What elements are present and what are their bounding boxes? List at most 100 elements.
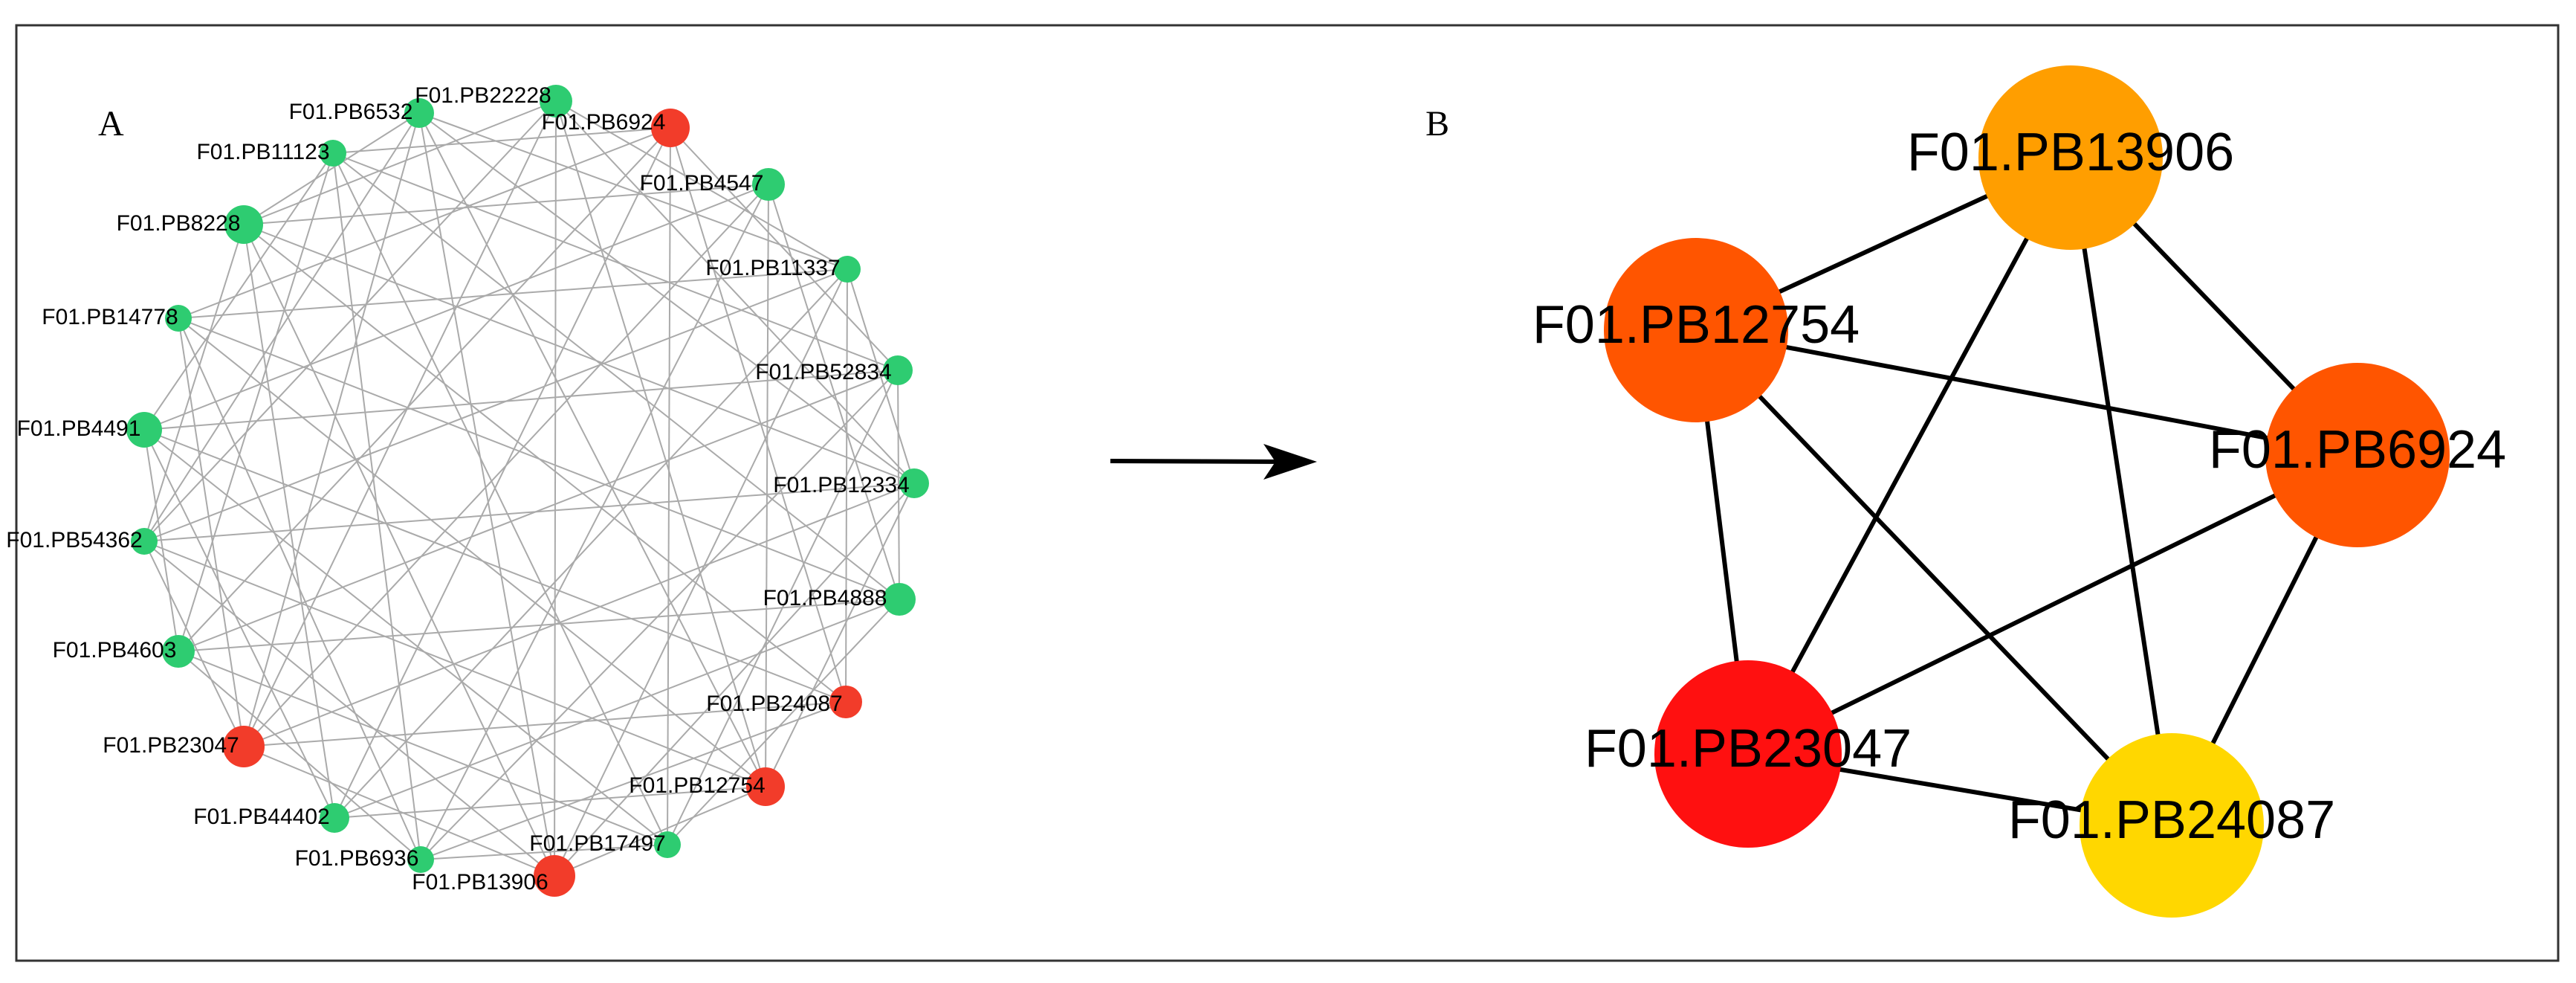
network-a-edge [667,599,900,845]
network-a-node-label: F01.PB44402 [193,805,329,829]
network-a-edge [845,268,848,703]
network-a-edge [334,599,900,819]
network-a-node-label: F01.PB22228 [415,83,551,108]
network-a-edge [178,318,766,787]
network-a-edge [418,112,848,270]
network-a-edge [420,844,668,860]
network-a-edge [178,318,245,747]
network-a-edge [143,429,179,652]
network-a-node [829,686,862,718]
network-a-node [404,98,434,128]
network-a-node-label: F01.PB13906 [412,870,548,895]
network-a-edge [332,152,899,371]
network-b-node-label: F01.PB12754 [1533,295,1860,355]
network-a-edge [243,184,769,747]
network-b-node-label: F01.PB13906 [1907,123,2234,182]
network-a-node [407,846,434,873]
network-a-edge [143,112,420,542]
network-a-edge [334,127,671,819]
network-a-edge [670,127,899,371]
network-b-edge [1747,453,2359,756]
network-a-edge [243,224,555,877]
network-a-edges [143,100,915,877]
network-a-node-label: F01.PB52834 [755,360,891,384]
network-a-edge [178,127,671,652]
network-a-edge [418,112,766,787]
network-a-edge [555,100,848,270]
network-a-edge [243,224,847,703]
network-a-node [126,412,162,448]
network-a-node [899,468,929,498]
network-a-edge [243,184,769,225]
network-a-edge [768,184,900,600]
network-a-edge [143,268,848,542]
network-a-node-label: F01.PB54362 [6,528,142,552]
network-a-node-label: F01.PB24087 [706,692,842,716]
network-a-edge [243,112,420,747]
network-a-node-label: F01.PB23047 [103,733,239,758]
network-a-edge [554,483,915,877]
network-a-edge [143,541,245,747]
network-a-edge [178,127,671,319]
network-a-edge [670,127,847,703]
network-a-edge [143,429,335,819]
network-b-node-label: F01.PB6924 [2209,420,2506,480]
network-a-node [131,528,158,555]
network-a-edge [178,599,900,652]
network-a-edge [555,100,766,787]
network-a-edge [334,786,766,819]
network-a-edge [420,184,769,860]
network-a-node [651,109,690,147]
network-a-edge [143,100,557,542]
network-a-node-label: F01.PB6532 [289,100,413,124]
network-a-node [540,85,572,117]
network-a-edge [332,127,671,154]
transition-arrow [1110,444,1317,480]
network-a-node [752,168,785,201]
network-a-node-label: F01.PB6936 [295,846,419,871]
network-a-edge [243,483,915,747]
network-b-edge [1695,328,2358,457]
network-a-node-label: F01.PB8228 [117,211,241,236]
network-a-node [320,803,349,833]
network-a-edge [332,152,900,600]
network-b-node [2080,733,2264,918]
network-a-edge [178,152,334,652]
network-a-node-label: F01.PB12334 [773,473,909,497]
network-b-edge [1694,328,2174,828]
network-a-node-label: F01.PB17497 [529,831,665,856]
network-a-edge [243,224,335,819]
arrow-shaft [1110,459,1287,464]
network-a-node [165,305,192,332]
network-a-node-label: F01.PB4491 [17,416,141,441]
network-a-edge [143,429,847,703]
network-a-edge [418,112,915,484]
network-a-edge [765,483,915,787]
network-a-node-label: F01.PB12754 [629,773,765,798]
network-a-node [883,583,916,616]
network-a-edge [143,224,245,542]
network-a-edge [554,786,766,877]
network-a-edge [243,112,420,225]
panel-b-letter: B [1425,104,1449,144]
network-a-node [883,355,913,385]
arrow-head [1263,444,1317,480]
network-a-edge [243,224,915,484]
network-a-edge [143,429,668,845]
network-b-nodes: F01.PB13906F01.PB12754F01.PB6924F01.PB23… [1533,65,2506,918]
network-a-node-label: F01.PB6924 [542,110,666,135]
network-a-edge [178,370,899,652]
network-a-node [534,855,575,897]
network-a-edge [334,268,848,819]
network-a-edge [332,152,668,845]
network-a-node [223,726,265,767]
network-a-node-label: F01.PB4888 [763,586,887,610]
network-b-node [2265,363,2450,547]
network-a-node-label: F01.PB4603 [53,638,177,663]
network-a-edge [554,100,557,877]
network-a-node-label: F01.PB4547 [640,171,764,196]
network-a-edge [555,100,915,484]
network-a-edge [243,100,557,747]
network-a-edge [243,701,847,747]
